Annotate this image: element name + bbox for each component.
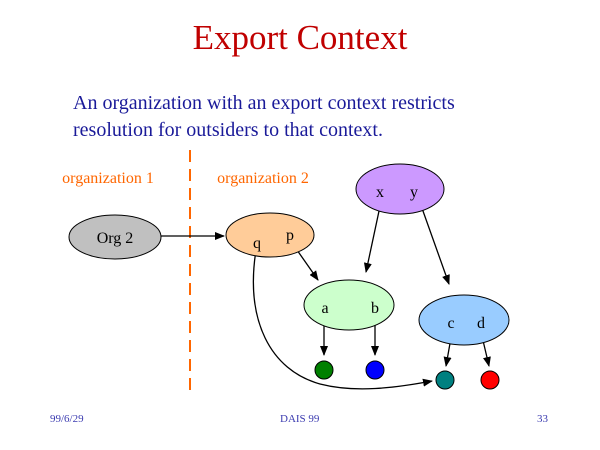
node-d-label: d	[477, 315, 485, 332]
node-xy-shape	[355, 163, 445, 215]
node-y-label: y	[410, 184, 418, 201]
node-ab-shape	[303, 279, 395, 331]
node-org2-shape	[68, 214, 162, 260]
node-q-label: q	[253, 235, 261, 252]
region-label-organization-1: organization 1	[62, 170, 154, 187]
arrow-q-to-c-leaf	[252, 249, 433, 390]
node-a-label: a	[321, 300, 328, 317]
leaf-circle-d	[480, 370, 500, 390]
leaf-circle-a	[314, 360, 334, 380]
node-pq: p q	[225, 212, 315, 258]
node-org2: Org 2	[68, 214, 162, 260]
slide-title: Export Context	[192, 18, 408, 57]
node-cd-shape	[418, 294, 510, 346]
node-pq-shape	[225, 212, 315, 258]
footer-conference: DAIS 99	[280, 413, 320, 425]
region-label-organization-2: organization 2	[217, 170, 309, 187]
body-line-1: An organization with an export context r…	[73, 92, 455, 114]
node-x-label: x	[376, 184, 384, 201]
node-c-label: c	[447, 315, 454, 332]
node-xy: x y	[355, 163, 445, 215]
body-line-2: resolution for outsiders to that context…	[73, 119, 383, 141]
leaf-circle-c	[435, 370, 455, 390]
node-org2-label: Org 2	[97, 230, 134, 247]
arrow-y-to-cd	[417, 196, 450, 285]
body-text: An organization with an export context r…	[73, 90, 573, 144]
node-ab: a b	[303, 279, 395, 331]
leaf-circle-b	[365, 360, 385, 380]
node-cd: c d	[418, 294, 510, 346]
footer-page-number: 33	[537, 413, 548, 425]
arrow-p-to-ab	[296, 249, 319, 281]
node-b-label: b	[371, 300, 379, 317]
footer-date: 99/6/29	[50, 413, 84, 425]
node-p-label: p	[286, 227, 294, 244]
